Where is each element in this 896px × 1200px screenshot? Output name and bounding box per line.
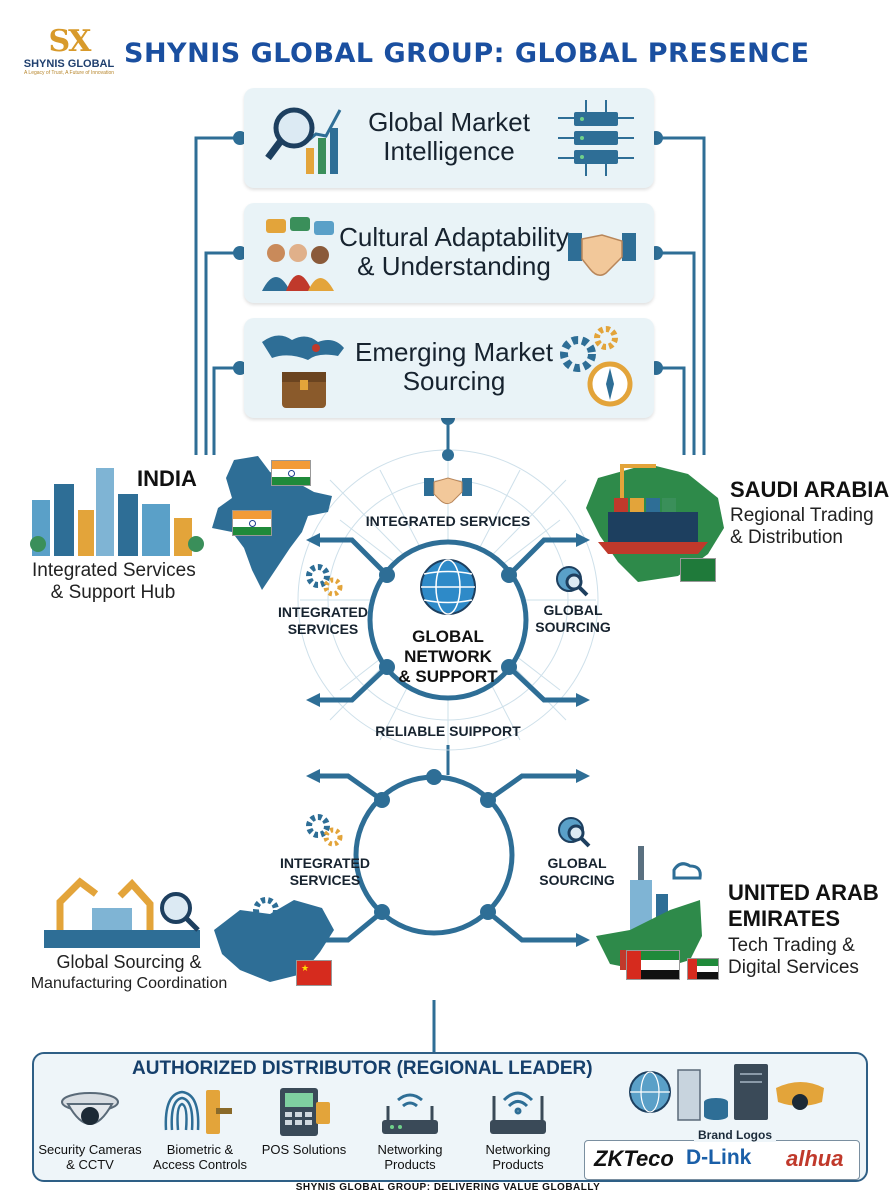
product-label: Biometric &Access Controls: [153, 1142, 247, 1172]
region-name-india: INDIA: [137, 466, 197, 491]
brand-logos-caption: Brand Logos: [694, 1128, 776, 1142]
gears-icon: [306, 814, 343, 847]
product-label: Security Cameras& CCTV: [38, 1142, 142, 1172]
logo-mark: SX: [48, 24, 92, 59]
pos-terminal-icon: [280, 1088, 330, 1136]
cctv-camera-icon: [61, 1092, 119, 1125]
logo-name: SHYNIS GLOBAL: [23, 58, 115, 70]
china-flag-icon: ★: [296, 960, 332, 986]
india-flag-icon: [271, 460, 311, 486]
region-name-saudi-arabia: SAUDI ARABIA: [730, 477, 890, 502]
brand-logos-box: [584, 1140, 860, 1180]
hub-label-integrated-services: INTEGRATED SERVICES: [365, 513, 531, 529]
region-desc-uae: Tech Trading &Digital Services: [728, 935, 859, 978]
uae-flag-icon: [687, 958, 719, 980]
wifi-router-icon: [490, 1091, 546, 1134]
servers-globe-camera-icon: [629, 1064, 824, 1121]
india-map: [212, 456, 332, 590]
india-flag-icon: [232, 510, 272, 536]
product-label: POS Solutions: [261, 1142, 347, 1157]
gears-icon: [306, 564, 343, 597]
page-title: SHYNIS GLOBAL GROUP: GLOBAL PRESENCE: [124, 38, 810, 69]
uae-flag-map-icon: [626, 950, 680, 980]
saudi-flag-icon: [680, 558, 716, 582]
city-skyline-icon: [30, 468, 204, 556]
brand-zkteco-logo: ZKTeco: [594, 1146, 674, 1171]
region-desc-india: Integrated Services& Support Hub: [32, 560, 196, 603]
globe-magnifier-icon: [558, 817, 591, 848]
server-chip-icon: [558, 100, 634, 176]
hub-label-reliable-support: RELIABLE SUIPPORT: [375, 723, 521, 739]
company-logo: SX SHYNIS GLOBAL A Legacy of Trust, A Fu…: [14, 26, 124, 80]
handshake-icon: [568, 233, 636, 276]
logo-tagline: A Legacy of Trust, A Future of Innovatio…: [23, 70, 115, 76]
footer-tagline: SHYNIS GLOBAL GROUP: DELIVERING VALUE GL…: [295, 1182, 601, 1193]
card-label: Cultural Adaptability& Understanding: [339, 222, 569, 281]
people-chat-icon: [262, 217, 334, 291]
gears-compass-icon: [560, 326, 633, 407]
region-desc-china: Global Sourcing &Manufacturing Coordinat…: [30, 952, 228, 992]
distributor-title: AUTHORIZED DISTRIBUTOR (REGIONAL LEADER): [132, 1058, 593, 1079]
globe-magnifier-icon: [556, 566, 589, 597]
handshake-icon: [424, 477, 472, 505]
router-icon: [382, 1093, 438, 1134]
globe-icon: [420, 559, 476, 615]
magnifier-chart-icon: [265, 107, 342, 174]
fingerprint-icon: [164, 1090, 232, 1134]
robot-arms-factory-icon: [44, 877, 200, 948]
region-desc-saudi-arabia: Regional Trading& Distribution: [730, 505, 874, 548]
brand-dahua-logo: alhua: [786, 1146, 844, 1171]
world-map-chest-icon: [262, 335, 344, 408]
card-cultural-adaptability: Cultural Adaptability& Understanding: [244, 203, 654, 303]
saudi-map-ship-icon: [586, 464, 724, 582]
brand-dlink-logo: D-Link: [686, 1146, 752, 1169]
